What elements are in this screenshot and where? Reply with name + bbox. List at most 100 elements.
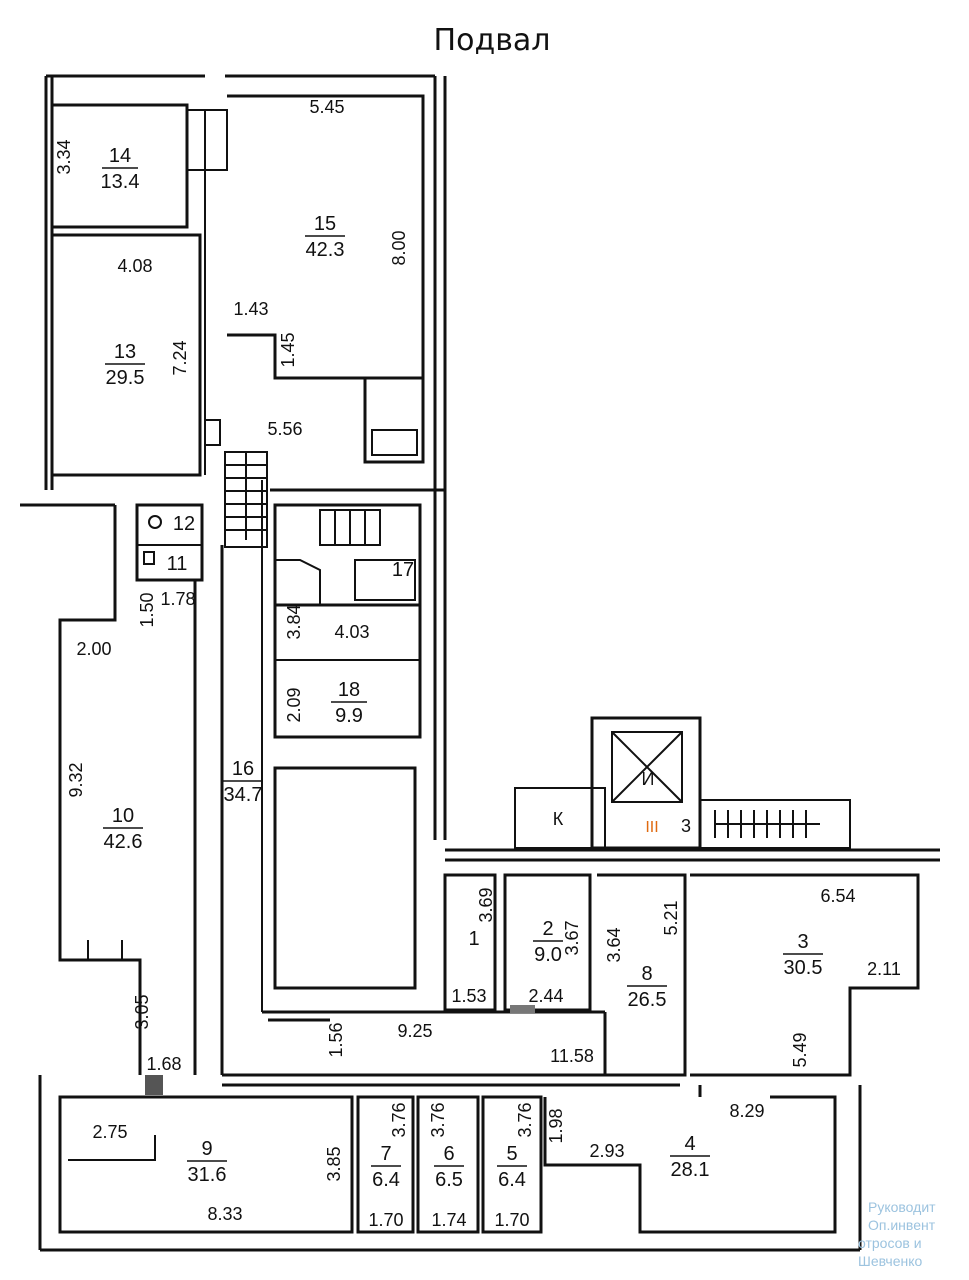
dim: 1.70 <box>368 1210 403 1230</box>
dim: 4.08 <box>117 256 152 276</box>
dim: 3.76 <box>428 1102 448 1137</box>
dim: 3.76 <box>515 1102 535 1137</box>
svg-text:13.4: 13.4 <box>101 171 140 193</box>
svg-text:7: 7 <box>380 1143 391 1165</box>
svg-text:31.6: 31.6 <box>188 1164 227 1186</box>
svg-text:42.3: 42.3 <box>306 239 345 261</box>
k-letter: К <box>553 809 564 829</box>
dim: 1.70 <box>494 1210 529 1230</box>
dim: 5.49 <box>790 1032 810 1067</box>
dim: 2.11 <box>867 959 901 979</box>
svg-text:Руководит: Руководит <box>868 1199 936 1215</box>
room-16-label: 16 34.7 <box>223 758 263 806</box>
svg-text:34.7: 34.7 <box>224 784 263 806</box>
room-6-label: 6 6.5 <box>434 1143 464 1191</box>
svg-text:6: 6 <box>443 1143 454 1165</box>
svg-text:10: 10 <box>112 805 134 827</box>
dim: 9.32 <box>66 762 86 797</box>
svg-text:3: 3 <box>797 931 808 953</box>
svg-text:9.0: 9.0 <box>534 944 562 966</box>
room-10-label: 10 42.6 <box>103 805 143 853</box>
room-3-label: 3 30.5 <box>783 931 823 979</box>
dim: 1.68 <box>146 1054 181 1074</box>
dimension-labels: 5.45 3.34 8.00 4.08 1.43 1.45 7.24 5.56 … <box>54 97 901 1230</box>
svg-text:Шевченко: Шевченко <box>858 1253 923 1269</box>
dim: 2.93 <box>589 1141 624 1161</box>
dim: 1.50 <box>137 592 157 627</box>
dim: 2.09 <box>284 687 304 722</box>
dim: 3.76 <box>389 1102 409 1137</box>
elevator-letter: И <box>642 769 655 789</box>
svg-text:26.5: 26.5 <box>628 989 667 1011</box>
svg-text:30.5: 30.5 <box>784 957 823 979</box>
dim: 7.24 <box>170 340 190 375</box>
room-9-label: 9 31.6 <box>187 1138 227 1186</box>
dim: 1.78 <box>160 589 195 609</box>
room-7-label: 7 6.4 <box>371 1143 401 1191</box>
room-5-label: 5 6.4 <box>497 1143 527 1191</box>
dim: 1.56 <box>326 1022 346 1057</box>
svg-text:Оп.инвент: Оп.инвент <box>868 1217 936 1233</box>
dim: 3.05 <box>132 994 152 1029</box>
dim: 1.53 <box>451 986 486 1006</box>
dim: 1.98 <box>546 1108 566 1143</box>
svg-text:42.6: 42.6 <box>104 831 143 853</box>
svg-text:18: 18 <box>338 679 360 701</box>
three-letter: 3 <box>681 816 691 836</box>
room-labels: 14 13.4 15 42.3 13 29.5 12 11 17 18 9.9 … <box>101 145 823 1191</box>
plan-title: Подвал <box>434 23 551 58</box>
svg-text:4: 4 <box>684 1133 695 1155</box>
dim: 1.45 <box>278 332 298 367</box>
dim: 3.85 <box>324 1146 344 1181</box>
room-15-label: 15 42.3 <box>305 213 345 261</box>
svg-text:6.4: 6.4 <box>498 1169 526 1191</box>
dim: 8.33 <box>207 1204 242 1224</box>
room-11-number: 11 <box>167 553 188 575</box>
room-4-label: 4 28.1 <box>670 1133 710 1181</box>
dim: 1.74 <box>431 1210 466 1230</box>
dim: 1.43 <box>233 299 268 319</box>
svg-text:6.4: 6.4 <box>372 1169 400 1191</box>
stair-number: III <box>645 819 658 836</box>
dim: 11.58 <box>550 1046 594 1066</box>
room-14-label: 14 13.4 <box>101 145 140 193</box>
dim: 9.25 <box>397 1021 432 1041</box>
dim: 3.67 <box>562 920 582 955</box>
room-17-number: 17 <box>392 559 414 581</box>
dim: 5.56 <box>267 419 302 439</box>
dim: 6.54 <box>820 886 855 906</box>
room-2-label: 2 9.0 <box>533 918 563 966</box>
svg-text:2: 2 <box>542 918 553 940</box>
svg-text:6.5: 6.5 <box>435 1169 463 1191</box>
dim: 3.64 <box>604 927 624 962</box>
svg-text:28.1: 28.1 <box>671 1159 710 1181</box>
dim: 2.44 <box>528 986 563 1006</box>
dim: 2.75 <box>92 1122 127 1142</box>
svg-text:16: 16 <box>232 758 254 780</box>
dim: 5.21 <box>661 900 681 935</box>
svg-text:8: 8 <box>641 963 652 985</box>
svg-text:9.9: 9.9 <box>335 705 363 727</box>
dim: 5.45 <box>309 97 344 117</box>
dim: 2.00 <box>76 639 111 659</box>
room-13-label: 13 29.5 <box>105 341 145 389</box>
svg-text:29.5: 29.5 <box>106 367 145 389</box>
dim: 8.00 <box>389 230 409 265</box>
room-12-number: 12 <box>173 513 195 535</box>
room-18-label: 18 9.9 <box>331 679 367 727</box>
svg-text:14: 14 <box>109 145 131 167</box>
dim: 3.69 <box>476 887 496 922</box>
svg-text:5: 5 <box>506 1143 517 1165</box>
room-8-label: 8 26.5 <box>627 963 667 1011</box>
svg-text:13: 13 <box>114 341 136 363</box>
svg-text:9: 9 <box>201 1138 212 1160</box>
dim: 4.03 <box>334 622 369 642</box>
stair-labels: И К III 3 <box>553 769 691 836</box>
walls <box>20 74 940 1252</box>
svg-text:15: 15 <box>314 213 336 235</box>
svg-text:отросов и: отросов и <box>858 1235 922 1251</box>
dim: 8.29 <box>729 1101 764 1121</box>
watermark: Руководит Оп.инвент отросов и Шевченко <box>858 1199 936 1269</box>
dim: 3.34 <box>54 139 74 174</box>
